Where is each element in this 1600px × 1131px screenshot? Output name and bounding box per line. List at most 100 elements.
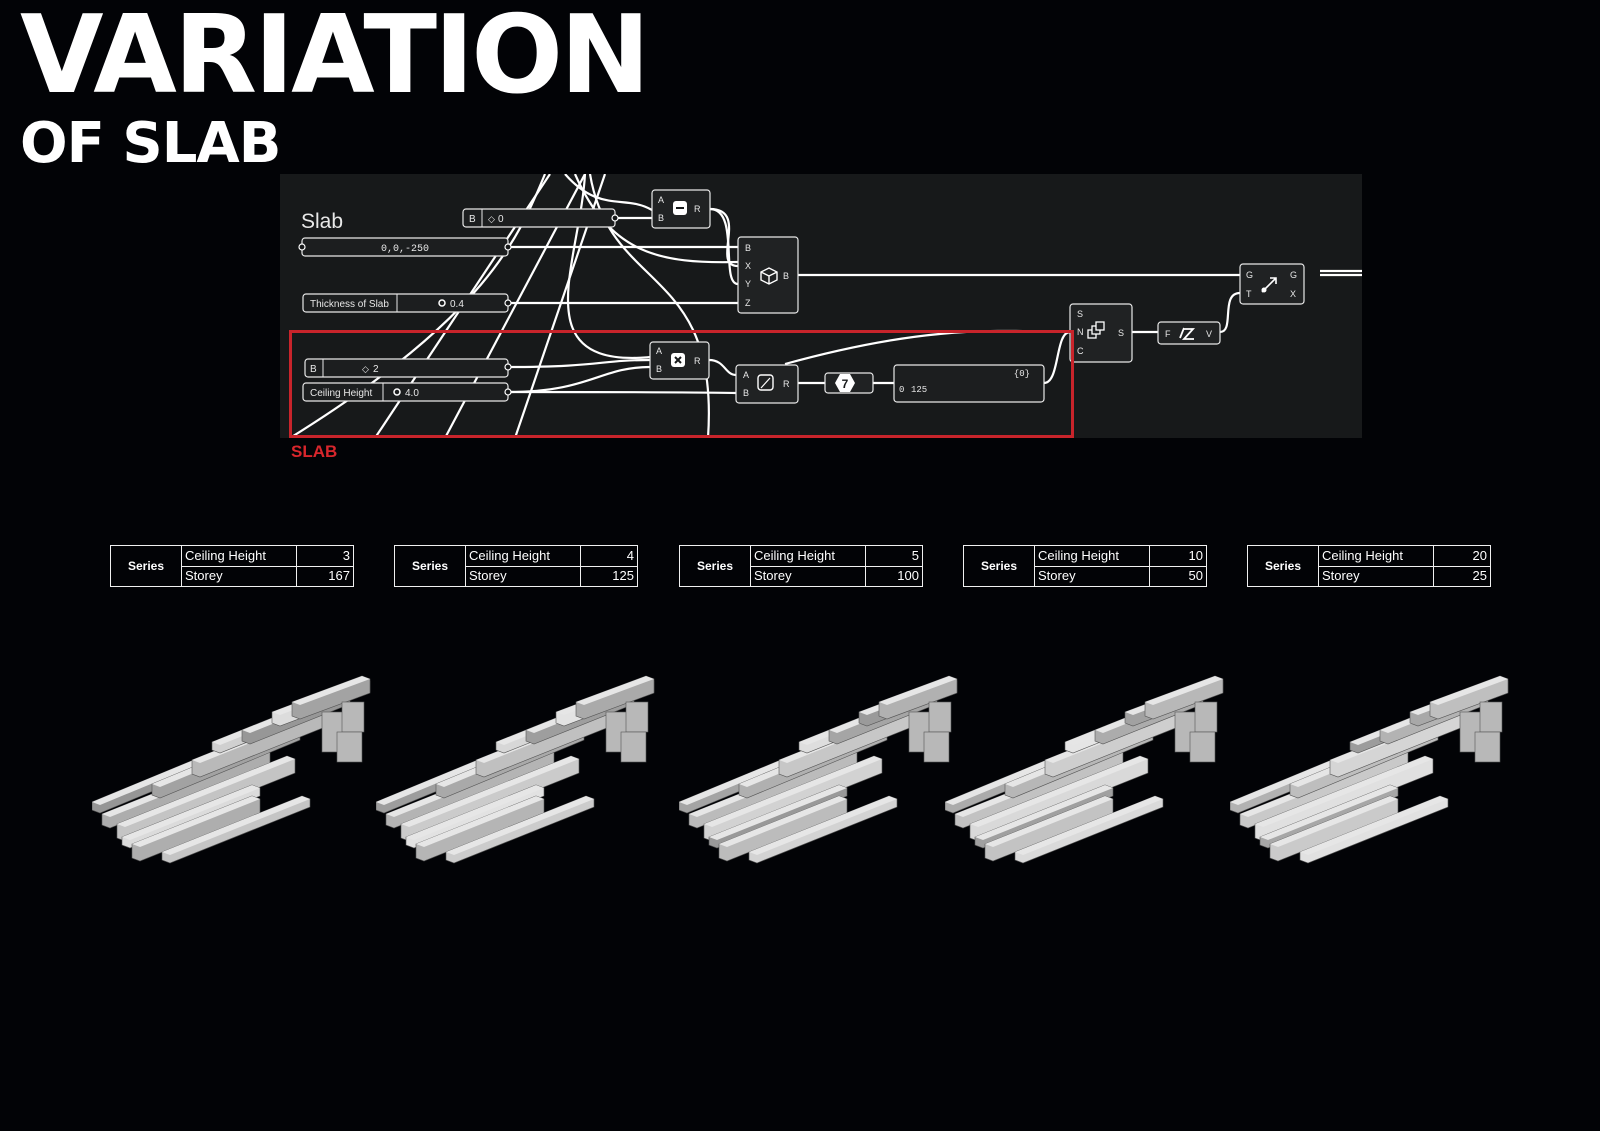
port-v: V	[1206, 329, 1212, 339]
highlight-label: SLAB	[291, 442, 338, 461]
unit-z-icon	[1179, 327, 1196, 340]
port-g: G	[1246, 270, 1253, 280]
wire	[573, 174, 739, 264]
slab-top	[406, 785, 544, 840]
integer-glyph: 7	[842, 377, 849, 391]
wire	[1043, 330, 1071, 385]
series-node[interactable]: S N C S	[1069, 303, 1133, 363]
slider-b-top[interactable]: B ◇ 0	[462, 208, 619, 228]
port-b: B	[743, 388, 749, 398]
wire	[507, 390, 737, 395]
building-model-render	[1230, 675, 1509, 864]
division-node[interactable]: A B R	[735, 364, 799, 404]
move-node[interactable]: G T G X	[1239, 263, 1305, 305]
port-c: C	[1077, 346, 1084, 356]
slab-top	[1430, 676, 1508, 705]
series-label: Series	[679, 545, 751, 587]
row-value: 3	[296, 545, 354, 567]
slider-b[interactable]: B ◇ 2	[304, 358, 512, 378]
slab-top	[162, 796, 310, 855]
port-z: Z	[745, 298, 751, 308]
node-graph: Slab 0,0,-250 B ◇ 0 Thickness of Slab 0.…	[289, 174, 1362, 438]
port-a: A	[743, 370, 749, 380]
integer-node[interactable]: 7	[824, 372, 874, 394]
slider-label: Ceiling Height	[310, 388, 372, 399]
row-label: Ceiling Height	[750, 545, 866, 567]
series-table: Series Ceiling Height 3 Storey 167	[110, 545, 354, 587]
slider-value: 4.0	[405, 388, 419, 399]
port-n: N	[1077, 327, 1084, 337]
panel-value: 125	[911, 385, 927, 395]
slab-top	[1260, 785, 1398, 840]
series-icon	[1087, 321, 1105, 339]
row-label: Storey	[181, 565, 297, 587]
end-block	[336, 731, 363, 763]
row-label: Storey	[750, 565, 866, 587]
group-title: Slab	[301, 210, 343, 233]
subtraction-node[interactable]: A B R	[651, 189, 711, 229]
port-a: A	[656, 346, 662, 356]
output-panel[interactable]: {0} 0 125	[893, 364, 1045, 403]
building-model-render	[679, 675, 958, 864]
slab-top	[1300, 796, 1448, 855]
row-label: Ceiling Height	[1034, 545, 1150, 567]
series-table: Series Ceiling Height 5 Storey 100	[679, 545, 923, 587]
port-out: S	[1118, 328, 1124, 338]
divide-icon	[757, 374, 774, 391]
ceiling-height-slider[interactable]: Ceiling Height 4.0	[302, 382, 512, 402]
slab-top	[576, 676, 654, 705]
row-label: Ceiling Height	[181, 545, 297, 567]
slab-top	[985, 796, 1113, 847]
slab-top	[117, 756, 295, 827]
row-value: 50	[1149, 565, 1207, 587]
slab-top	[292, 676, 370, 705]
slab-top	[1145, 676, 1223, 705]
unit-z-node[interactable]: F V	[1157, 321, 1221, 345]
diamond-icon: ◇	[488, 214, 495, 224]
grasshopper-canvas[interactable]: Slab 0,0,-250 B ◇ 0 Thickness of Slab 0.…	[280, 174, 1362, 438]
end-block	[1474, 731, 1501, 763]
knob-icon	[438, 299, 446, 307]
end-block	[625, 701, 649, 733]
row-label: Ceiling Height	[1318, 545, 1434, 567]
port-out: B	[783, 271, 789, 281]
slider-value: 2	[373, 364, 379, 375]
end-block	[1189, 731, 1216, 763]
series-label: Series	[1247, 545, 1319, 587]
slab-top	[401, 756, 579, 827]
wire	[564, 174, 653, 211]
slab-top	[122, 785, 260, 840]
thickness-slider[interactable]: Thickness of Slab 0.4	[302, 293, 512, 313]
series-table: Series Ceiling Height 4 Storey 125	[394, 545, 638, 587]
series-label: Series	[110, 545, 182, 587]
diamond-icon: ◇	[362, 364, 369, 374]
point-param[interactable]: 0,0,-250	[298, 237, 512, 257]
row-value: 100	[865, 565, 923, 587]
slab-top	[975, 785, 1113, 840]
slider-label: Thickness of Slab	[310, 299, 389, 310]
building-model-render	[945, 675, 1224, 864]
slab-top	[749, 796, 897, 855]
series-table: Series Ceiling Height 20 Storey 25	[1247, 545, 1491, 587]
port-b: B	[658, 213, 664, 223]
row-label: Storey	[1318, 565, 1434, 587]
slab-top	[970, 756, 1148, 827]
port-y: Y	[745, 279, 751, 289]
port-t: T	[1246, 289, 1252, 299]
point-value: 0,0,-250	[381, 244, 429, 255]
page-title: VARIATION	[20, 0, 650, 118]
slab-top	[879, 676, 957, 705]
slab-top	[132, 796, 260, 847]
slider-value: 0.4	[450, 299, 464, 310]
wire	[507, 358, 651, 369]
slab-top	[719, 796, 847, 847]
box-node[interactable]: B X Y Z B	[737, 236, 799, 314]
row-value: 25	[1433, 565, 1491, 587]
row-label: Ceiling Height	[465, 545, 581, 567]
row-value: 4	[580, 545, 638, 567]
multiplication-node[interactable]: A B R	[649, 341, 710, 380]
knob-icon	[393, 388, 401, 396]
integer-icon	[835, 374, 855, 392]
row-value: 5	[865, 545, 923, 567]
slab-top	[416, 796, 544, 847]
